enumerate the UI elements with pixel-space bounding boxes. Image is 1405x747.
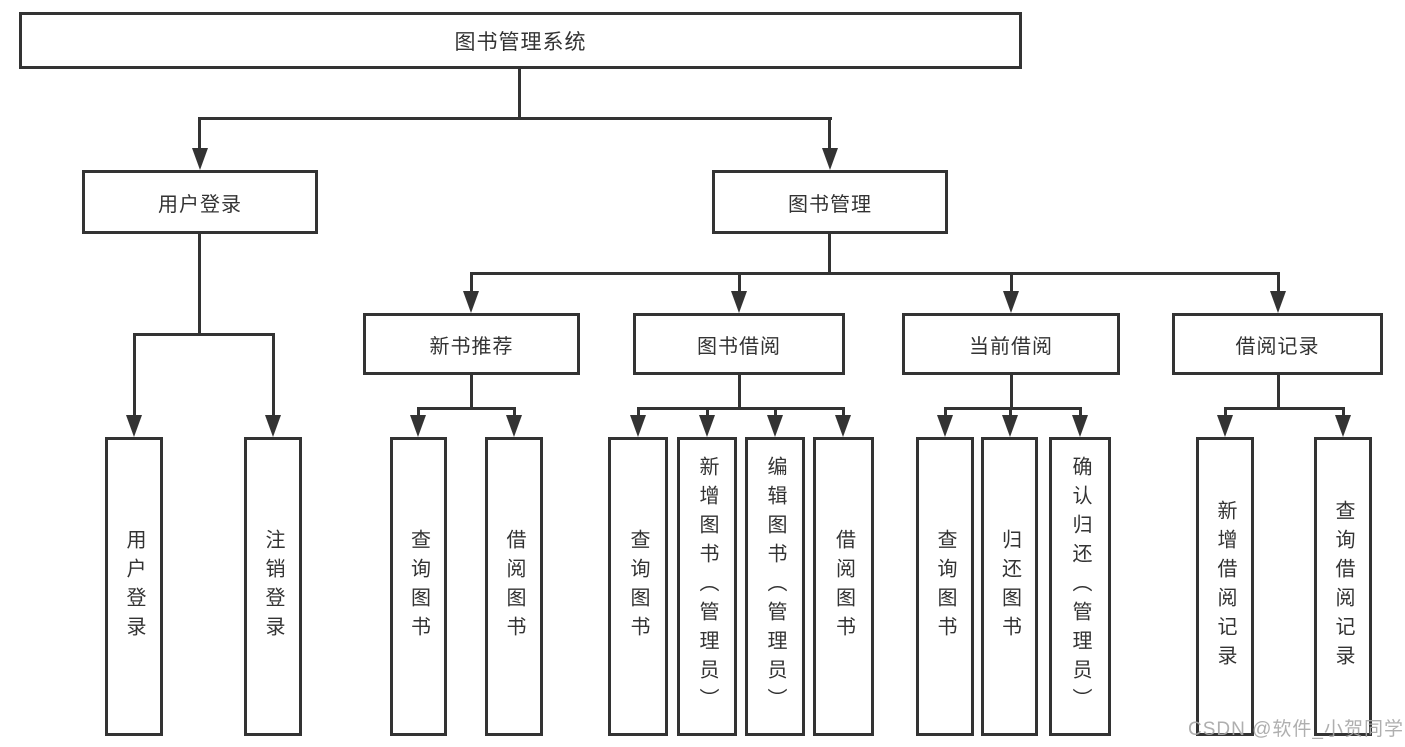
leaf-logout-login: 注销登录 [244,437,302,736]
connector-line [1277,375,1280,410]
leaf-borrow-book-recommend-label: 借阅图书 [503,528,525,645]
connector-line [199,117,832,120]
leaf-query-borrow-record: 查询借阅记录 [1314,437,1372,736]
connector-line [1009,407,1012,419]
leaf-user-login-label: 用户登录 [123,528,145,645]
node-book-management-label: 图书管理 [788,193,872,216]
leaf-edit-book-admin: 编辑图书（管理员） [745,437,805,736]
connector-arrowhead [1072,415,1088,437]
node-user-login-label: 用户登录 [158,193,242,216]
leaf-query-book-recommend-label: 查询图书 [407,528,430,645]
node-root-label: 图书管理系统 [454,30,587,54]
connector-arrowhead [822,148,838,170]
connector-arrowhead [699,415,715,437]
leaf-borrow-book-borrow: 借阅图书 [813,437,874,736]
connector-line [1010,272,1013,293]
connector-arrowhead [506,415,522,437]
node-borrow-records-label: 借阅记录 [1235,335,1320,358]
connector-line [1224,407,1227,419]
connector-line [1277,272,1280,293]
leaf-confirm-return-admin: 确认归还（管理员） [1049,437,1111,736]
connector-arrowhead [731,291,747,313]
connector-line [417,407,420,419]
connector-arrowhead [630,415,646,437]
leaf-query-book-borrow: 查询图书 [608,437,668,736]
connector-line [738,375,741,410]
connector-line [198,234,201,335]
connector-line [417,407,516,410]
leaf-add-book-admin: 新增图书（管理员） [677,437,737,736]
connector-line [272,333,275,417]
connector-line [518,69,521,119]
connector-arrowhead [835,415,851,437]
connector-arrowhead [1217,415,1233,437]
connector-line [944,407,1082,410]
leaf-query-book-recommend: 查询图书 [390,437,447,736]
node-user-login: 用户登录 [82,170,318,234]
connector-line [828,117,831,150]
connector-arrowhead [192,148,208,170]
leaf-return-book: 归还图书 [981,437,1038,736]
node-book-borrow-label: 图书借阅 [697,335,781,358]
connector-arrowhead [767,415,783,437]
node-current-borrow: 当前借阅 [902,313,1120,375]
connector-line [1342,407,1345,419]
leaf-user-login: 用户登录 [105,437,163,736]
node-book-management: 图书管理 [712,170,948,234]
node-root: 图书管理系统 [19,12,1022,69]
leaf-return-book-label: 归还图书 [998,528,1021,645]
connector-line [513,407,516,419]
connector-line [1010,375,1013,410]
connector-line [1224,407,1345,410]
leaf-query-borrow-record-label: 查询借阅记录 [1332,499,1354,674]
leaf-query-book-current-label: 查询图书 [934,528,956,645]
connector-line [198,117,201,150]
connector-arrowhead [1270,291,1286,313]
node-book-borrow: 图书借阅 [633,313,845,375]
connector-arrowhead [126,415,142,437]
connector-line [738,272,741,293]
node-borrow-records: 借阅记录 [1172,313,1383,375]
leaf-add-borrow-record-label: 新增借阅记录 [1214,499,1236,674]
connector-arrowhead [937,415,953,437]
connector-line [774,407,777,419]
leaf-edit-book-admin-label: 编辑图书（管理员） [764,456,786,717]
connector-line [133,333,136,417]
leaf-confirm-return-admin-label: 确认归还（管理员） [1069,456,1091,717]
connector-line [944,407,947,419]
connector-line [706,407,709,419]
leaf-borrow-book-borrow-label: 借阅图书 [832,528,855,645]
connector-arrowhead [463,291,479,313]
connector-line [828,234,831,275]
leaf-query-book-current: 查询图书 [916,437,974,736]
connector-line [470,375,473,410]
connector-line [470,272,473,293]
connector-line [637,407,640,419]
connector-line [133,333,274,336]
connector-arrowhead [1002,415,1018,437]
connector-arrowhead [410,415,426,437]
leaf-add-book-admin-label: 新增图书（管理员） [696,456,718,717]
leaf-borrow-book-recommend: 借阅图书 [485,437,543,736]
connector-arrowhead [1003,291,1019,313]
connector-line [637,407,845,410]
leaf-logout-login-label: 注销登录 [262,528,284,645]
node-new-book-recommend: 新书推荐 [363,313,580,375]
connector-arrowhead [1335,415,1351,437]
node-current-borrow-label: 当前借阅 [969,335,1053,358]
leaf-add-borrow-record: 新增借阅记录 [1196,437,1254,736]
connector-arrowhead [265,415,281,437]
connector-line [470,272,1280,275]
leaf-query-book-borrow-label: 查询图书 [627,528,649,645]
connector-line [1079,407,1082,419]
connector-line [842,407,845,419]
watermark: CSDN @软件_小贺同学 [1188,719,1404,740]
node-new-book-recommend-label: 新书推荐 [429,335,514,358]
